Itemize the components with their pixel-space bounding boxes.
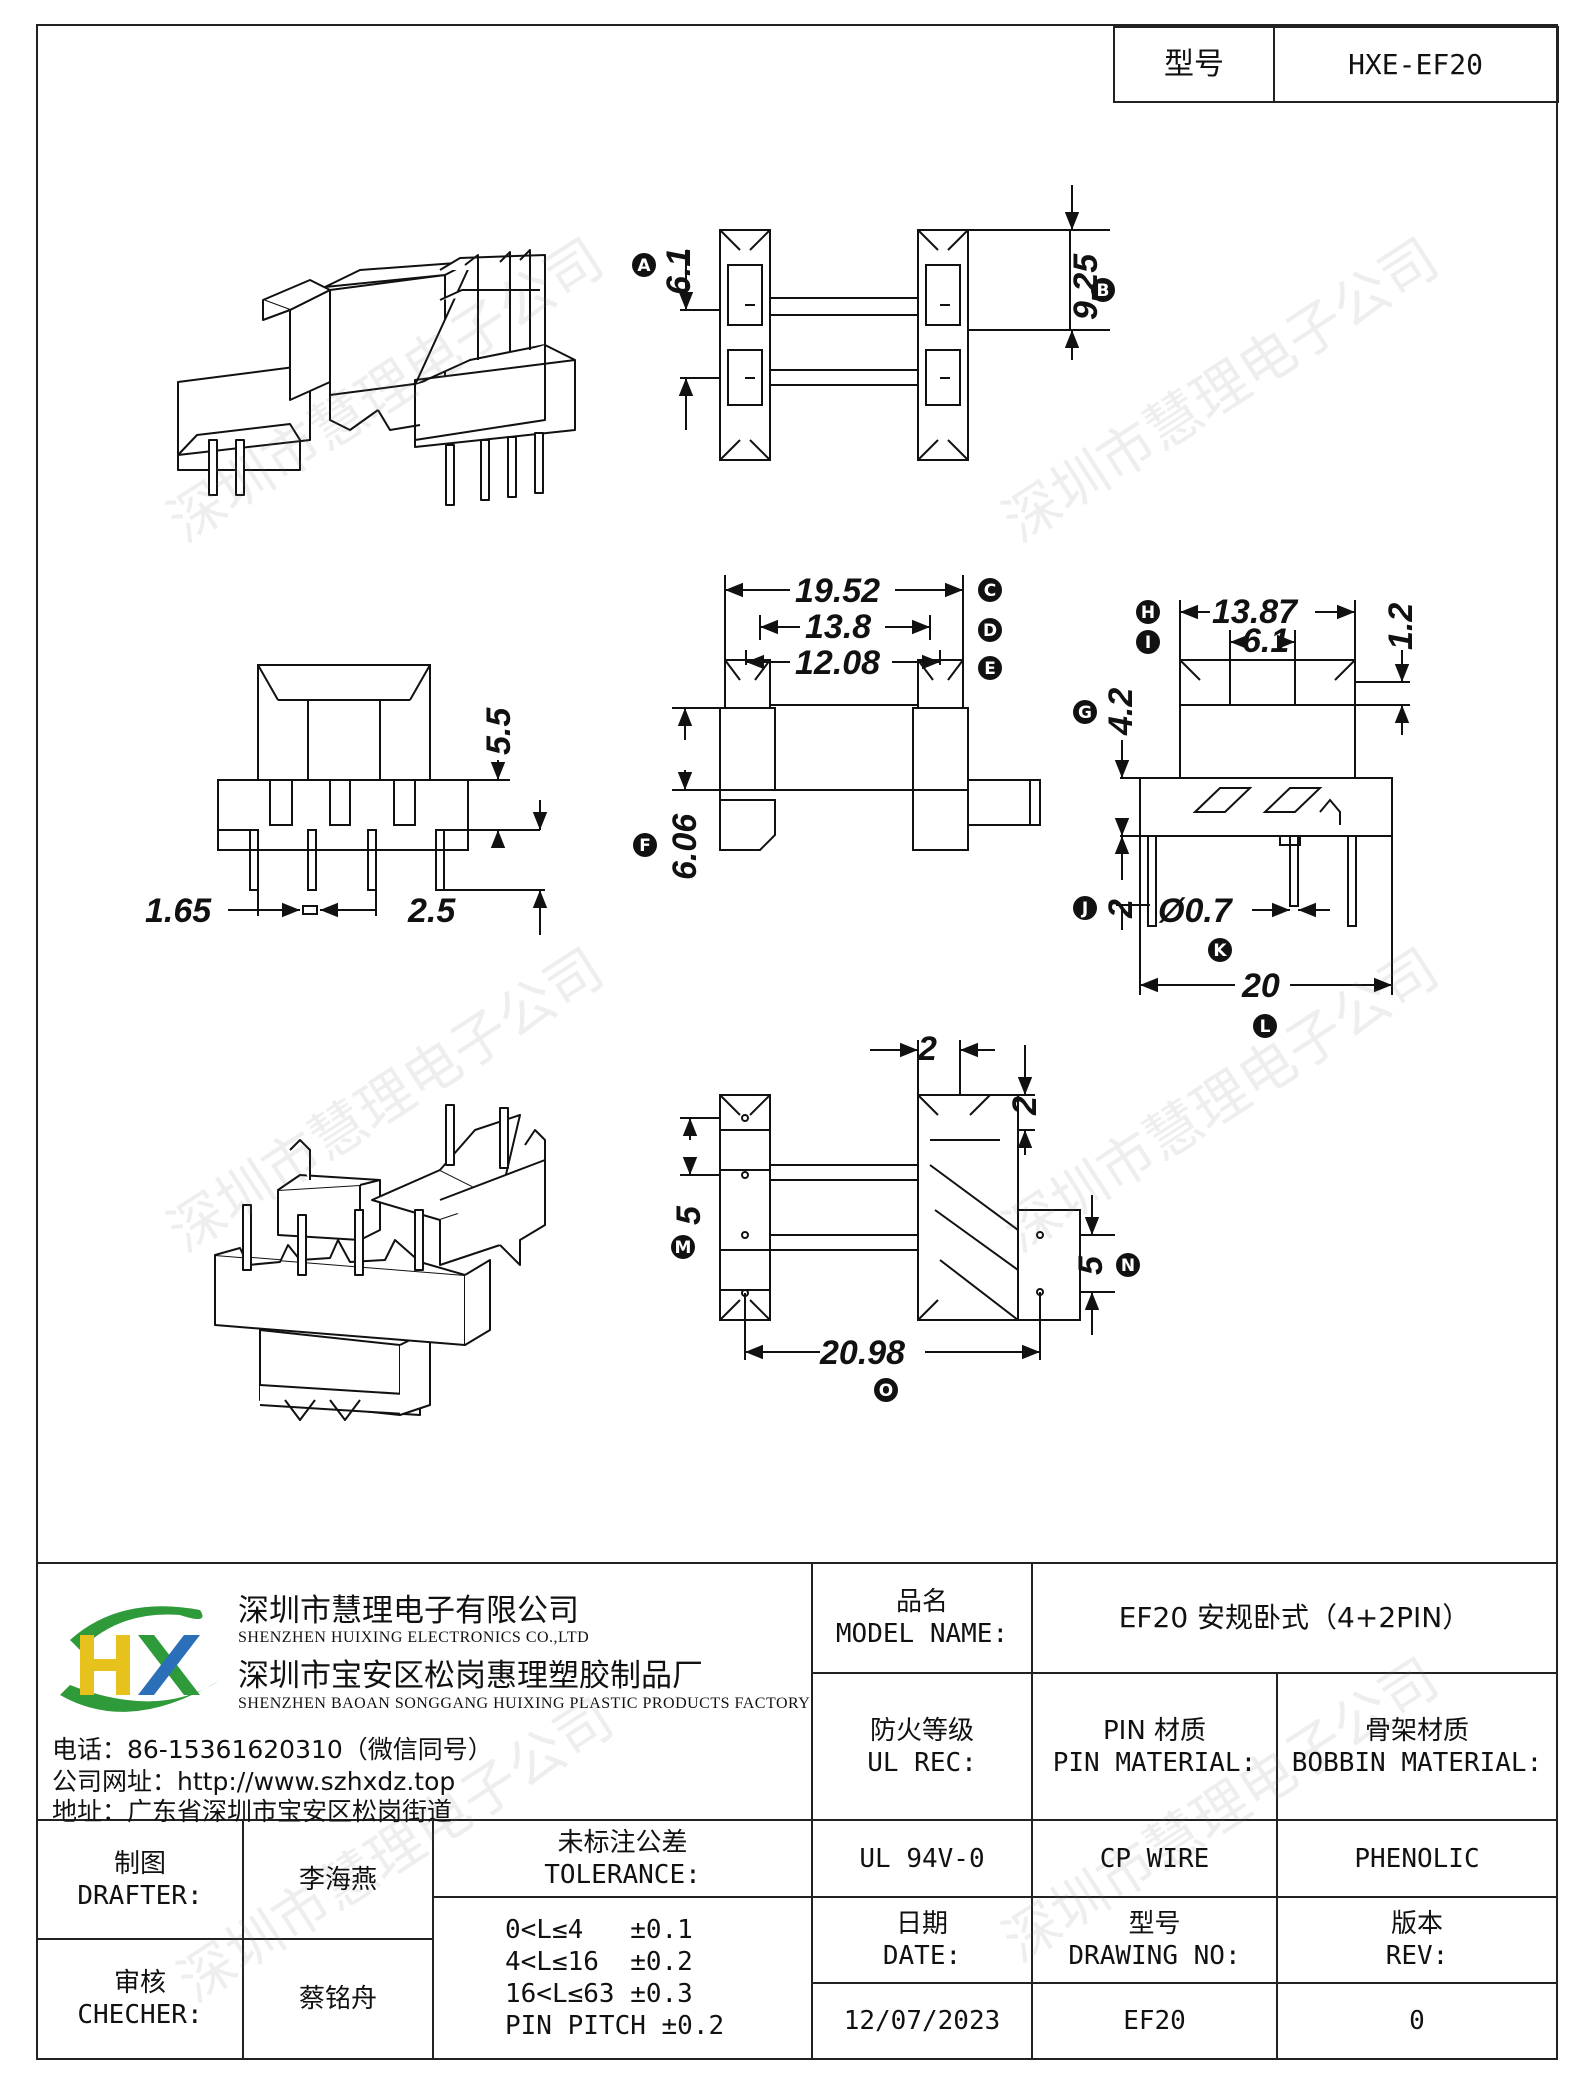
reference-marker-m: M xyxy=(671,1235,695,1259)
tolerance-line: 4<L≤16 ±0.2 xyxy=(505,1947,693,1977)
reference-marker-c: C xyxy=(978,578,1002,602)
top-view xyxy=(678,185,1110,461)
reference-marker-e: E xyxy=(978,656,1002,680)
company-phone: 电话：86-15361620310（微信同号） xyxy=(52,1735,493,1764)
dim-k: Ø0.7 xyxy=(1158,892,1234,930)
front-view xyxy=(217,664,548,935)
company-name-cn: 深圳市慧理电子有限公司 xyxy=(238,1593,579,1629)
reference-marker-o: O xyxy=(874,1378,898,1402)
dim-front-165: 1.65 xyxy=(145,892,212,930)
reference-marker-f: F xyxy=(633,833,657,857)
svg-text:O: O xyxy=(879,1381,893,1401)
date-value: 12/07/2023 xyxy=(843,2006,1001,2036)
checker-value: 蔡铭舟 xyxy=(298,1984,377,2014)
company-logo xyxy=(60,1606,220,1712)
sheet-border xyxy=(36,24,1558,2060)
dim-o: 20.98 xyxy=(819,1334,905,1372)
iso-view-bottom xyxy=(214,1104,546,1421)
svg-text:I: I xyxy=(1145,633,1151,653)
company-name-en: SHENZHEN HUIXING ELECTRONICS CO.,LTD xyxy=(238,1629,590,1646)
drafter-value: 李海燕 xyxy=(298,1864,377,1895)
svg-text:G: G xyxy=(1078,703,1092,723)
ul-rec-value: UL 94V-0 xyxy=(859,1843,985,1874)
svg-text:K: K xyxy=(1213,941,1227,961)
svg-text:A: A xyxy=(637,256,651,276)
reference-marker-i: I xyxy=(1136,630,1160,654)
reference-marker-g: G xyxy=(1073,700,1097,724)
svg-text:D: D xyxy=(983,621,997,641)
dim-front-25: 2.5 xyxy=(407,892,456,930)
header-box xyxy=(1113,26,1559,103)
dim-i: 6.1 xyxy=(1242,622,1289,660)
reference-marker-k: K xyxy=(1208,938,1232,962)
svg-text:L: L xyxy=(1260,1017,1271,1037)
svg-text:N: N xyxy=(1121,1256,1135,1276)
svg-text:E: E xyxy=(984,659,996,679)
reference-marker-l: L xyxy=(1253,1014,1277,1038)
dim-top-2b: 2 xyxy=(1006,1096,1044,1116)
dim-m: 5 xyxy=(670,1205,708,1225)
tolerance-line: 16<L≤63 ±0.3 xyxy=(505,1979,693,2009)
svg-text:J: J xyxy=(1081,899,1088,919)
factory-name-en: SHENZHEN BAOAN SONGGANG HUIXING PLASTIC … xyxy=(238,1695,811,1712)
model-name-value: EF20 安规卧式（4+2PIN） xyxy=(1118,1601,1471,1634)
dim-top-2a: 2 xyxy=(917,1030,937,1068)
company-website: 公司网址：http://www.szhxdz.top xyxy=(52,1767,456,1796)
model-value: HXE-EF20 xyxy=(1348,47,1483,81)
iso-view-top xyxy=(177,249,576,506)
dim-c: 19.52 xyxy=(795,572,880,610)
dim-j: 2 xyxy=(1102,899,1140,919)
bobbin-material-value: PHENOLIC xyxy=(1354,1843,1480,1874)
end-view xyxy=(1114,600,1410,995)
side-view xyxy=(672,575,1041,851)
pin-material-value: CP WIRE xyxy=(1099,1843,1210,1874)
dim-d: 13.8 xyxy=(805,608,871,646)
reference-marker-d: D xyxy=(978,618,1002,642)
bottom-view xyxy=(680,1040,1115,1360)
reference-marker-h: H xyxy=(1136,600,1160,624)
tolerance-line: PIN PITCH ±0.2 xyxy=(505,2011,725,2041)
dim-h: 13.87 xyxy=(1212,593,1299,631)
dim-l: 20 xyxy=(1241,967,1280,1005)
rev-value: 0 xyxy=(1409,2006,1425,2036)
drawing-no-value: EF20 xyxy=(1123,2006,1186,2036)
svg-text:H: H xyxy=(1141,603,1155,623)
model-label: 型号 xyxy=(1164,46,1224,82)
svg-text:M: M xyxy=(675,1238,692,1258)
company-block: 深圳市慧理电子有限公司 SHENZHEN HUIXING ELECTRONICS… xyxy=(50,1585,811,1826)
dim-h-side: 1.2 xyxy=(1382,603,1420,650)
company-address: 地址：广东省深圳市宝安区松岗街道 xyxy=(52,1797,453,1826)
dim-a: 6.1 xyxy=(660,248,698,295)
reference-marker-n: N xyxy=(1116,1253,1140,1277)
dim-g: 4.2 xyxy=(1102,688,1140,736)
dim-f: 6.06 xyxy=(666,813,704,880)
reference-marker-j: J xyxy=(1073,896,1097,920)
svg-text:C: C xyxy=(984,581,996,601)
svg-text:F: F xyxy=(639,836,651,856)
reference-marker-a: A xyxy=(632,253,656,277)
dim-n: 5 xyxy=(1072,1255,1110,1275)
tolerance-table: 0<L≤4 ±0.1 4<L≤16 ±0.2 16<L≤63 ±0.3 PIN … xyxy=(505,1897,805,2059)
tolerance-line: 0<L≤4 ±0.1 xyxy=(505,1915,693,1945)
reference-marker-b: B xyxy=(1091,278,1115,302)
factory-name-cn: 深圳市宝安区松岗惠理塑胶制品厂 xyxy=(238,1658,703,1694)
dim-front-55: 5.5 xyxy=(480,707,518,755)
svg-text:B: B xyxy=(1097,281,1110,301)
dim-e: 12.08 xyxy=(795,644,880,682)
